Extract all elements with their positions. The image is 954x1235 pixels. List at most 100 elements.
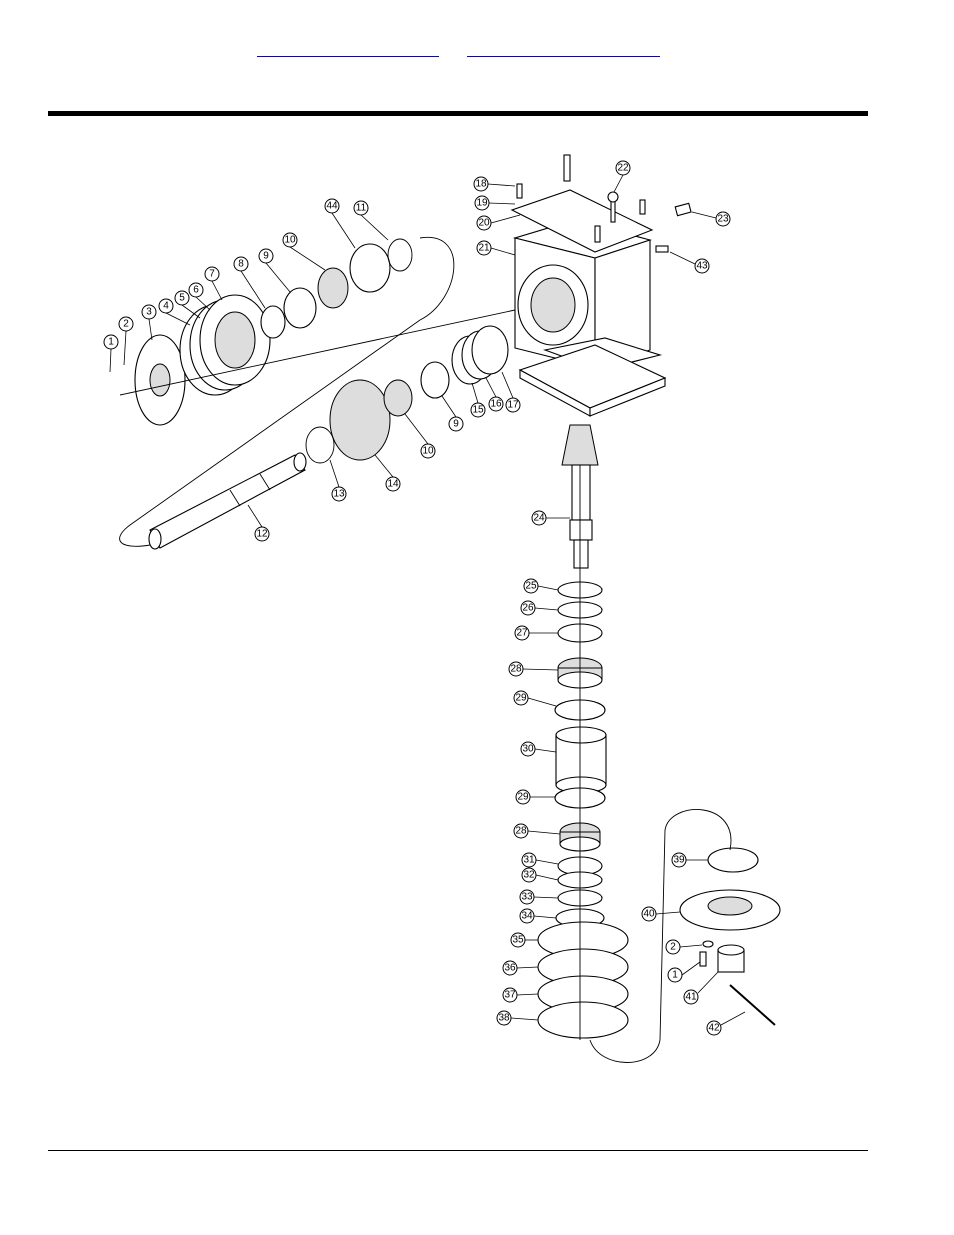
callout-33: 33: [519, 889, 535, 905]
output-shaft-stack: [537, 424, 629, 1040]
svg-text:16: 16: [490, 399, 502, 410]
svg-text:1: 1: [108, 337, 114, 348]
callout-30: 30: [520, 741, 536, 757]
svg-text:7: 7: [209, 269, 215, 280]
callout-43: 43: [694, 258, 710, 274]
callout-10a: 10: [282, 232, 298, 248]
svg-text:42: 42: [708, 1023, 720, 1034]
svg-text:35: 35: [512, 935, 524, 946]
callout-18: 18: [473, 176, 489, 192]
nav-link-2[interactable]: [467, 42, 660, 57]
callout-38: 38: [496, 1010, 512, 1026]
callout-21: 21: [476, 240, 492, 256]
callout-13: 13: [331, 486, 347, 502]
svg-text:26: 26: [522, 603, 534, 614]
svg-text:27: 27: [516, 628, 528, 639]
callout-2b: 2: [665, 939, 681, 955]
callout-12: 12: [254, 526, 270, 542]
svg-text:12: 12: [256, 529, 268, 540]
svg-text:17: 17: [507, 400, 519, 411]
svg-text:32: 32: [523, 870, 535, 881]
callout-41: 41: [683, 989, 699, 1005]
hub-assembly: [589, 809, 781, 1063]
callout-42: 42: [706, 1020, 722, 1036]
svg-text:10: 10: [284, 235, 296, 246]
svg-text:4: 4: [163, 301, 169, 312]
svg-text:11: 11: [356, 203, 367, 214]
svg-text:30: 30: [522, 744, 534, 755]
callout-11: 11: [353, 200, 369, 216]
callout-9a: 9: [258, 248, 274, 264]
callout-15: 15: [470, 402, 486, 418]
callout-3: 3: [141, 304, 157, 320]
svg-text:18: 18: [475, 179, 487, 190]
svg-text:28: 28: [515, 826, 527, 837]
gearbox-housing: [512, 219, 667, 417]
cover-bolts: [516, 154, 646, 243]
callout-10b: 10: [420, 443, 436, 459]
callout-5: 5: [174, 290, 190, 306]
callout-37: 37: [502, 987, 518, 1003]
callout-28b: 28: [513, 823, 529, 839]
svg-text:29: 29: [515, 693, 527, 704]
svg-text:34: 34: [521, 911, 533, 922]
svg-text:6: 6: [193, 285, 199, 296]
breather-plug: [655, 202, 692, 253]
callout-7: 7: [204, 266, 220, 282]
svg-text:43: 43: [696, 261, 708, 272]
callout-8: 8: [233, 256, 249, 272]
svg-text:9: 9: [263, 251, 269, 262]
callout-44: 44: [324, 198, 340, 214]
cover-plate: [510, 189, 654, 253]
footer-rule: [48, 1150, 868, 1151]
callout-40: 40: [641, 906, 657, 922]
callout-24: 24: [531, 510, 547, 526]
callout-28a: 28: [508, 661, 524, 677]
svg-text:24: 24: [533, 513, 545, 524]
callout-29a: 29: [513, 690, 529, 706]
callout-20: 20: [476, 215, 492, 231]
svg-text:23: 23: [717, 214, 729, 225]
svg-text:36: 36: [504, 963, 516, 974]
callout-39: 39: [671, 852, 687, 868]
callout-35: 35: [510, 932, 526, 948]
callout-14: 14: [385, 476, 401, 492]
callout-4: 4: [158, 298, 174, 314]
callout-36: 36: [502, 960, 518, 976]
callout-22: 22: [615, 160, 631, 176]
svg-text:38: 38: [498, 1013, 510, 1024]
callout-32: 32: [521, 867, 537, 883]
svg-text:9: 9: [453, 419, 459, 430]
svg-text:8: 8: [238, 259, 244, 270]
svg-text:10: 10: [422, 446, 434, 457]
callout-1b: 1: [667, 967, 683, 983]
nav-link-1[interactable]: [257, 42, 439, 57]
callout-25: 25: [523, 578, 539, 594]
svg-text:15: 15: [472, 405, 484, 416]
svg-text:2: 2: [123, 319, 129, 330]
callout-23: 23: [715, 211, 731, 227]
svg-text:39: 39: [673, 855, 685, 866]
svg-text:1: 1: [672, 970, 678, 981]
callout-27: 27: [514, 625, 530, 641]
svg-text:31: 31: [523, 855, 535, 866]
input-shaft-assembly: [119, 237, 516, 550]
callout-9b: 9: [448, 416, 464, 432]
svg-text:3: 3: [146, 307, 152, 318]
callout-31: 31: [521, 852, 537, 868]
callout-29b: 29: [515, 789, 531, 805]
callout-17: 17: [505, 397, 521, 413]
svg-text:33: 33: [521, 892, 533, 903]
callout-26: 26: [520, 600, 536, 616]
svg-text:37: 37: [504, 990, 516, 1001]
callout-2a: 2: [118, 316, 134, 332]
svg-text:19: 19: [476, 198, 488, 209]
callout-16: 16: [488, 396, 504, 412]
callout-34: 34: [519, 908, 535, 924]
svg-text:25: 25: [525, 581, 537, 592]
header-rule: [48, 111, 868, 116]
svg-text:40: 40: [643, 909, 655, 920]
svg-text:28: 28: [510, 664, 522, 675]
svg-text:20: 20: [478, 218, 490, 229]
svg-text:2: 2: [670, 942, 676, 953]
